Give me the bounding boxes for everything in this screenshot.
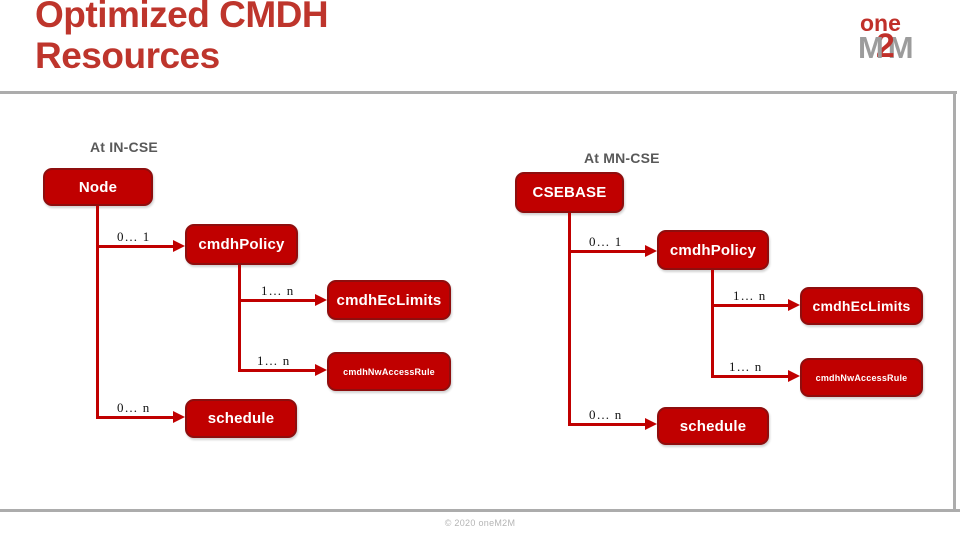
node-box-cmdheclimits: cmdhEcLimits [800,287,923,325]
cardinality-label: 0… n [117,400,151,415]
node-box-cmdhnwaccessrule: cmdhNwAccessRule [800,358,923,397]
cardinality-label: 1… n [257,353,291,368]
divider-top [0,91,957,94]
logo-two: 2 [875,27,895,65]
node-box-cmdhpolicy: cmdhPolicy [657,230,769,270]
diagram-heading: At MN-CSE [584,150,660,166]
divider-right [953,91,956,512]
connector-branch [96,416,174,419]
node-box-schedule: schedule [185,399,297,438]
arrow-icon [788,370,800,382]
arrow-icon [315,294,327,306]
node-box-cmdhpolicy: cmdhPolicy [185,224,298,265]
connector-trunk [711,270,714,378]
footer-copyright: © 2020 oneM2M [444,518,516,528]
arrow-icon [645,245,657,257]
node-box-cmdhnwaccessrule: cmdhNwAccessRule [327,352,451,391]
cardinality-label: 1… n [733,288,767,303]
cardinality-label: 1… n [729,359,763,374]
page-title: Optimized CMDH Resources [35,0,329,77]
connector-trunk [96,206,99,419]
cardinality-label: 1… n [261,283,295,298]
connector-branch [568,423,646,426]
onem2m-logo: one M 2 M [858,10,944,65]
connector-branch [96,245,174,248]
connector-trunk [568,213,571,426]
node-box-cmdheclimits: cmdhEcLimits [327,280,451,320]
cardinality-label: 0… n [589,407,623,422]
arrow-icon [315,364,327,376]
cardinality-label: 0… 1 [589,234,623,249]
node-box-schedule: schedule [657,407,769,445]
logo-m2m-text: M 2 M [858,27,944,65]
connector-branch [238,299,316,302]
node-box-root: Node [43,168,153,206]
arrow-icon [173,411,185,423]
node-box-root: CSEBASE [515,172,624,213]
arrow-icon [645,418,657,430]
logo-one-text: one [860,10,901,36]
diagram-heading: At IN-CSE [90,139,158,155]
connector-branch [568,250,646,253]
cardinality-label: 0… 1 [117,229,151,244]
connector-branch [711,375,789,378]
logo-m-right: M [887,30,914,65]
divider-bottom [0,509,960,512]
arrow-icon [173,240,185,252]
connector-trunk [238,265,241,372]
connector-branch [711,304,789,307]
logo-m-left: M [858,30,884,65]
arrow-icon [788,299,800,311]
connector-branch [238,369,316,372]
